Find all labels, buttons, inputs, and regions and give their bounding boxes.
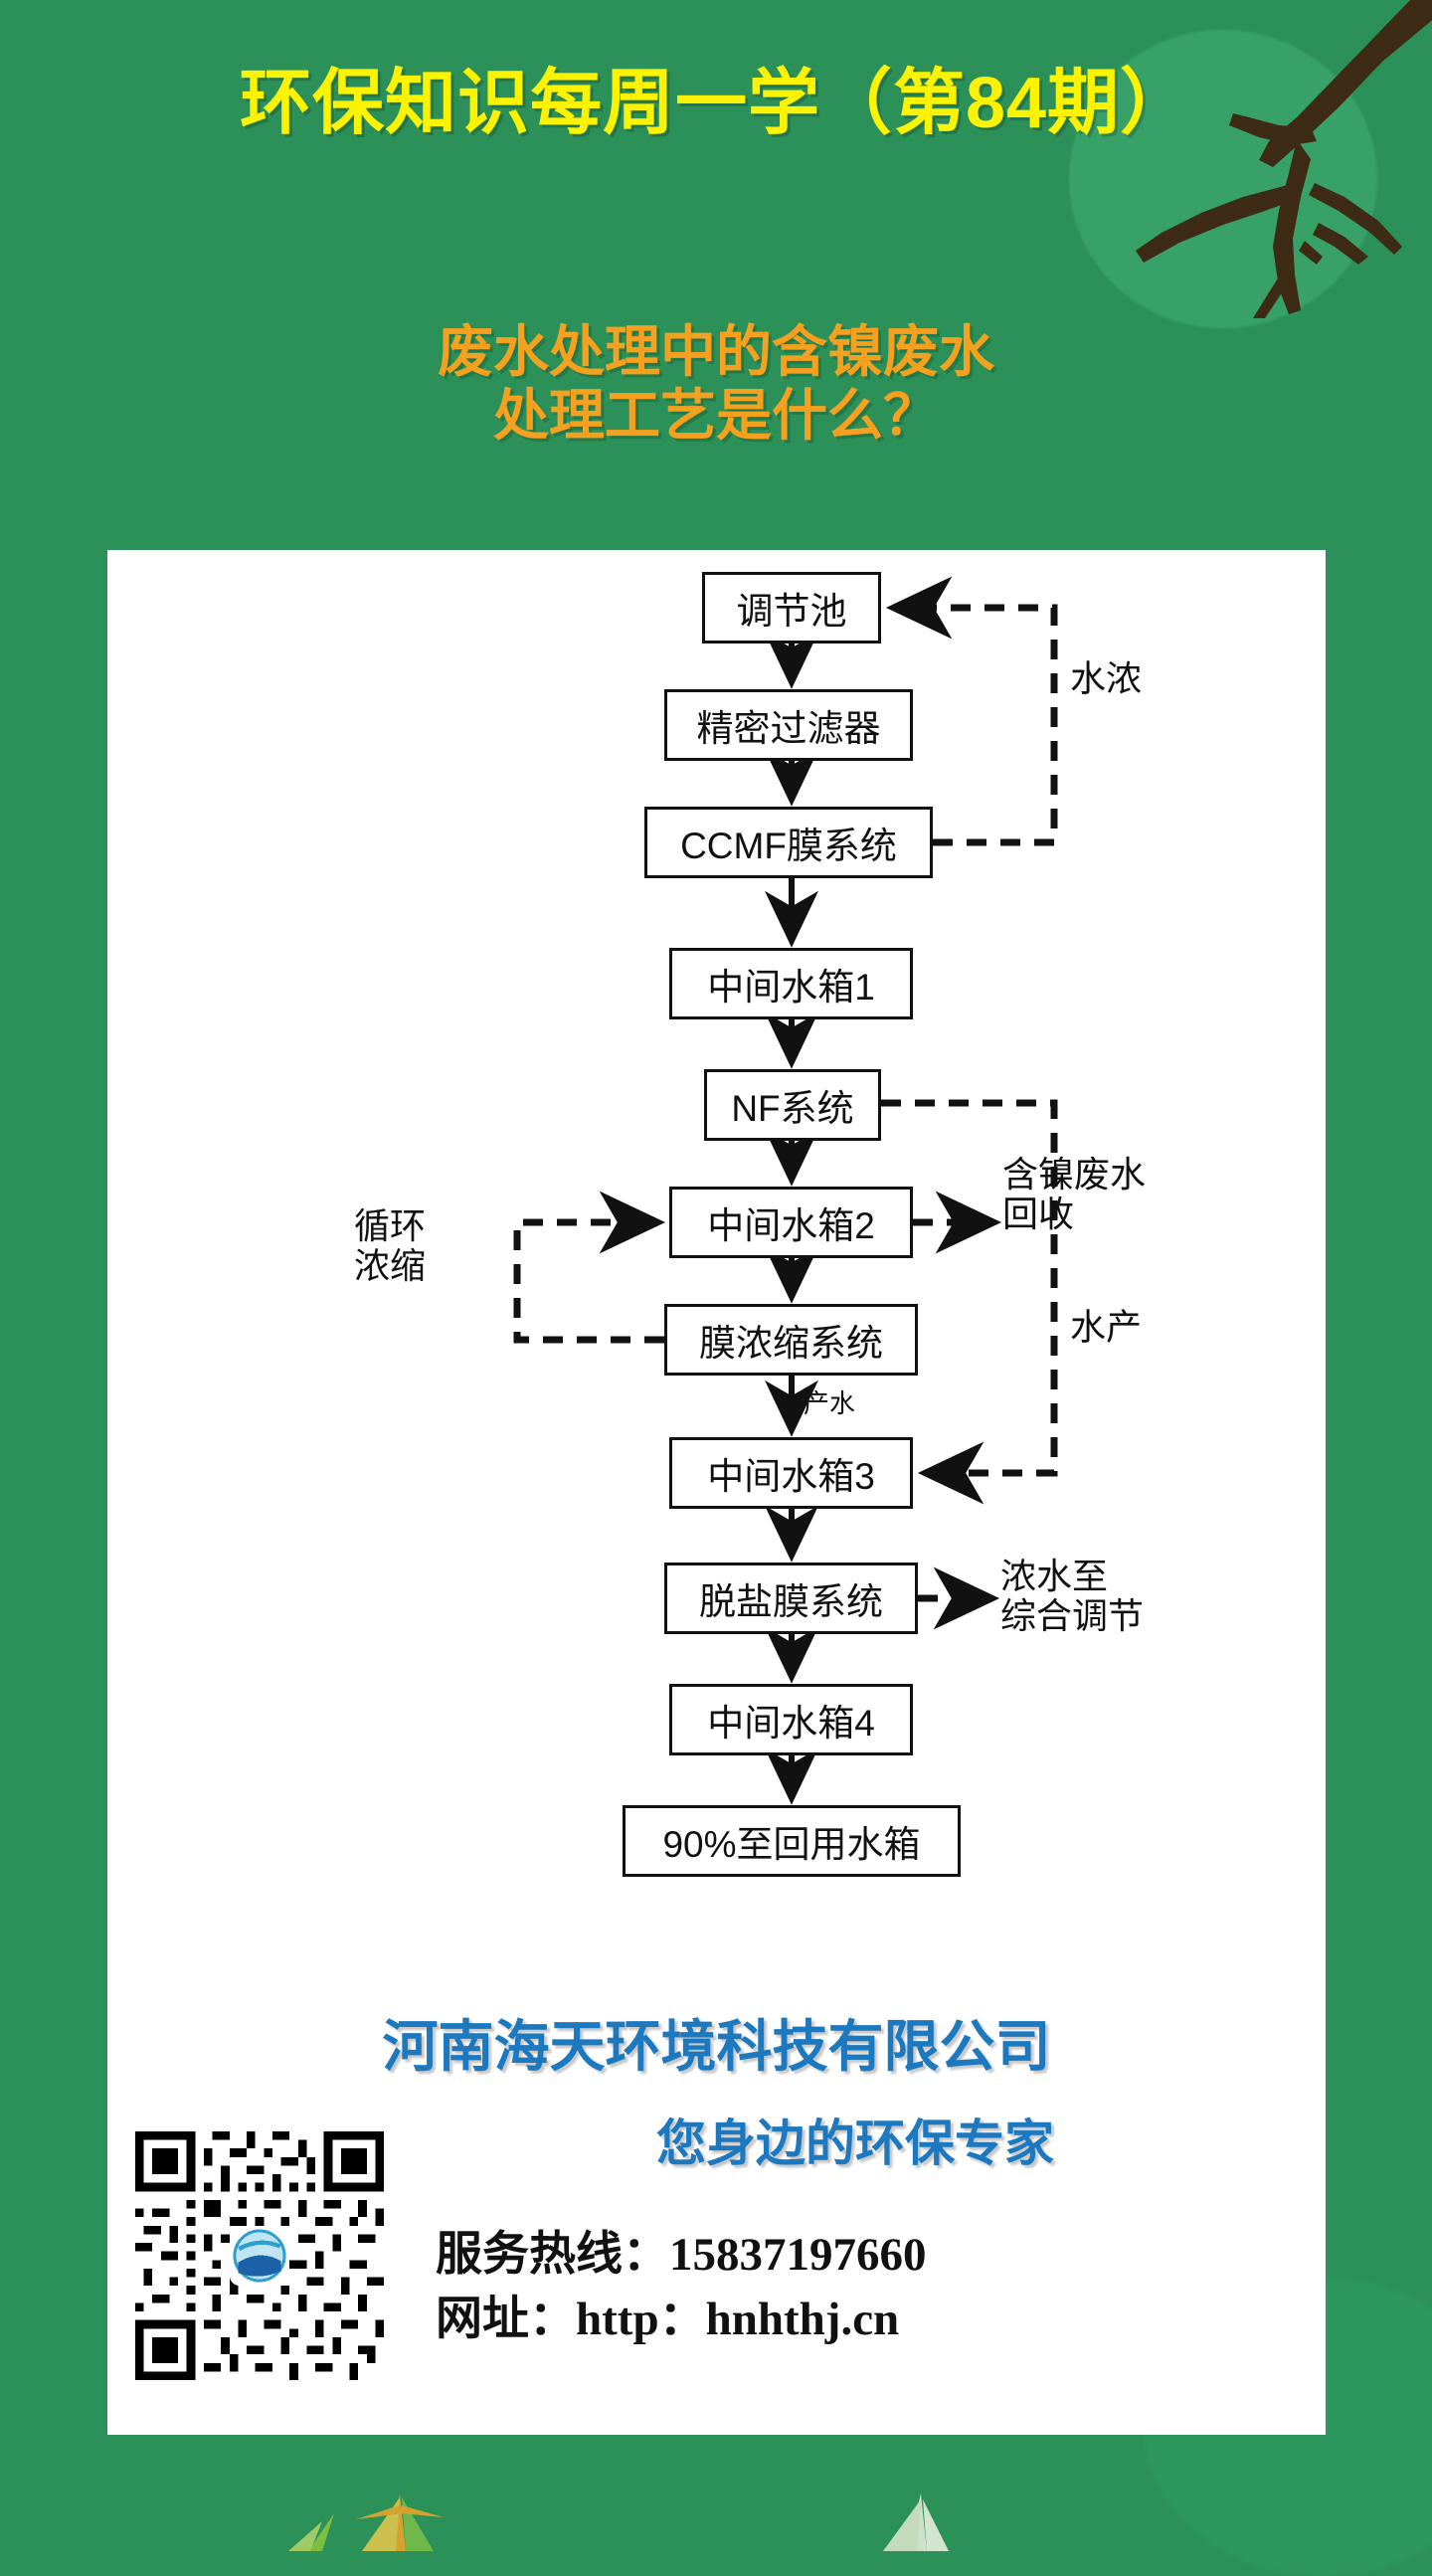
tree-branch-icon: [1136, 0, 1432, 318]
subtitle-line-2: 处理工艺是什么？: [493, 384, 939, 448]
flow-connectors: [513, 576, 1058, 1805]
grass-sparkle-decoration: [288, 2493, 949, 2551]
service-hotline[interactable]: 服务热线：15837197660: [436, 2229, 927, 2281]
page-subtitle: 废水处理中的含镍废水 处理工艺是什么？: [0, 320, 1432, 449]
content-card: 调节池 精密过滤器 CCMF膜系统 中间水箱1 NF系统 中间水箱2 膜浓缩系统…: [107, 550, 1326, 2435]
qr-code-icon[interactable]: [135, 2131, 384, 2380]
company-name: 河南海天环境科技有限公司: [382, 2015, 1051, 2078]
flow-label-concentrate-water: 浓 水: [1065, 659, 1142, 695]
flow-node-intermediate-tank-1[interactable]: 中间水箱1: [669, 948, 913, 1019]
flow-node-ccmf-membrane[interactable]: CCMF膜系统: [644, 807, 933, 878]
page-title: 环保知识每周一学（第84期）: [239, 64, 1193, 143]
flow-label-permeate-vertical: 产 水: [1065, 1308, 1142, 1344]
light-green-circle-decoration: [1069, 30, 1377, 328]
flow-node-membrane-concentration[interactable]: 膜浓缩系统: [664, 1304, 918, 1376]
flow-label-permeate-small: 产水: [804, 1388, 856, 1418]
website-url[interactable]: 网址：http：hnhthj.cn: [436, 2293, 900, 2345]
company-tagline: 您身边的环保专家: [656, 2116, 1054, 2171]
flow-node-reuse-tank[interactable]: 90%至回用水箱: [623, 1805, 961, 1877]
flow-node-精密过滤器[interactable]: 精密过滤器: [664, 689, 913, 761]
flow-node-调节池[interactable]: 调节池: [702, 572, 881, 644]
flow-node-desalination-membrane[interactable]: 脱盐膜系统: [664, 1563, 918, 1634]
flow-label-recirculation-concentration: 循环 浓缩: [354, 1205, 427, 1286]
process-flow-diagram: 调节池 精密过滤器 CCMF膜系统 中间水箱1 NF系统 中间水箱2 膜浓缩系统…: [107, 550, 1326, 1962]
flow-node-intermediate-tank-4[interactable]: 中间水箱4: [669, 1684, 913, 1755]
flow-label-concentrate-to-adjustment: 浓水至 综合调节: [1000, 1556, 1145, 1636]
qr-center-logo: [229, 2225, 290, 2287]
contact-info: 服务热线：15837197660 网址：http：hnhthj.cn: [436, 2223, 1291, 2352]
flow-node-intermediate-tank-3[interactable]: 中间水箱3: [669, 1437, 913, 1509]
flow-node-nf-system[interactable]: NF系统: [704, 1069, 881, 1141]
flow-label-nickel-recovery: 含镍废水 回收: [1002, 1154, 1147, 1234]
subtitle-line-1: 废水处理中的含镍废水: [438, 320, 994, 383]
flow-node-intermediate-tank-2[interactable]: 中间水箱2: [669, 1187, 913, 1258]
